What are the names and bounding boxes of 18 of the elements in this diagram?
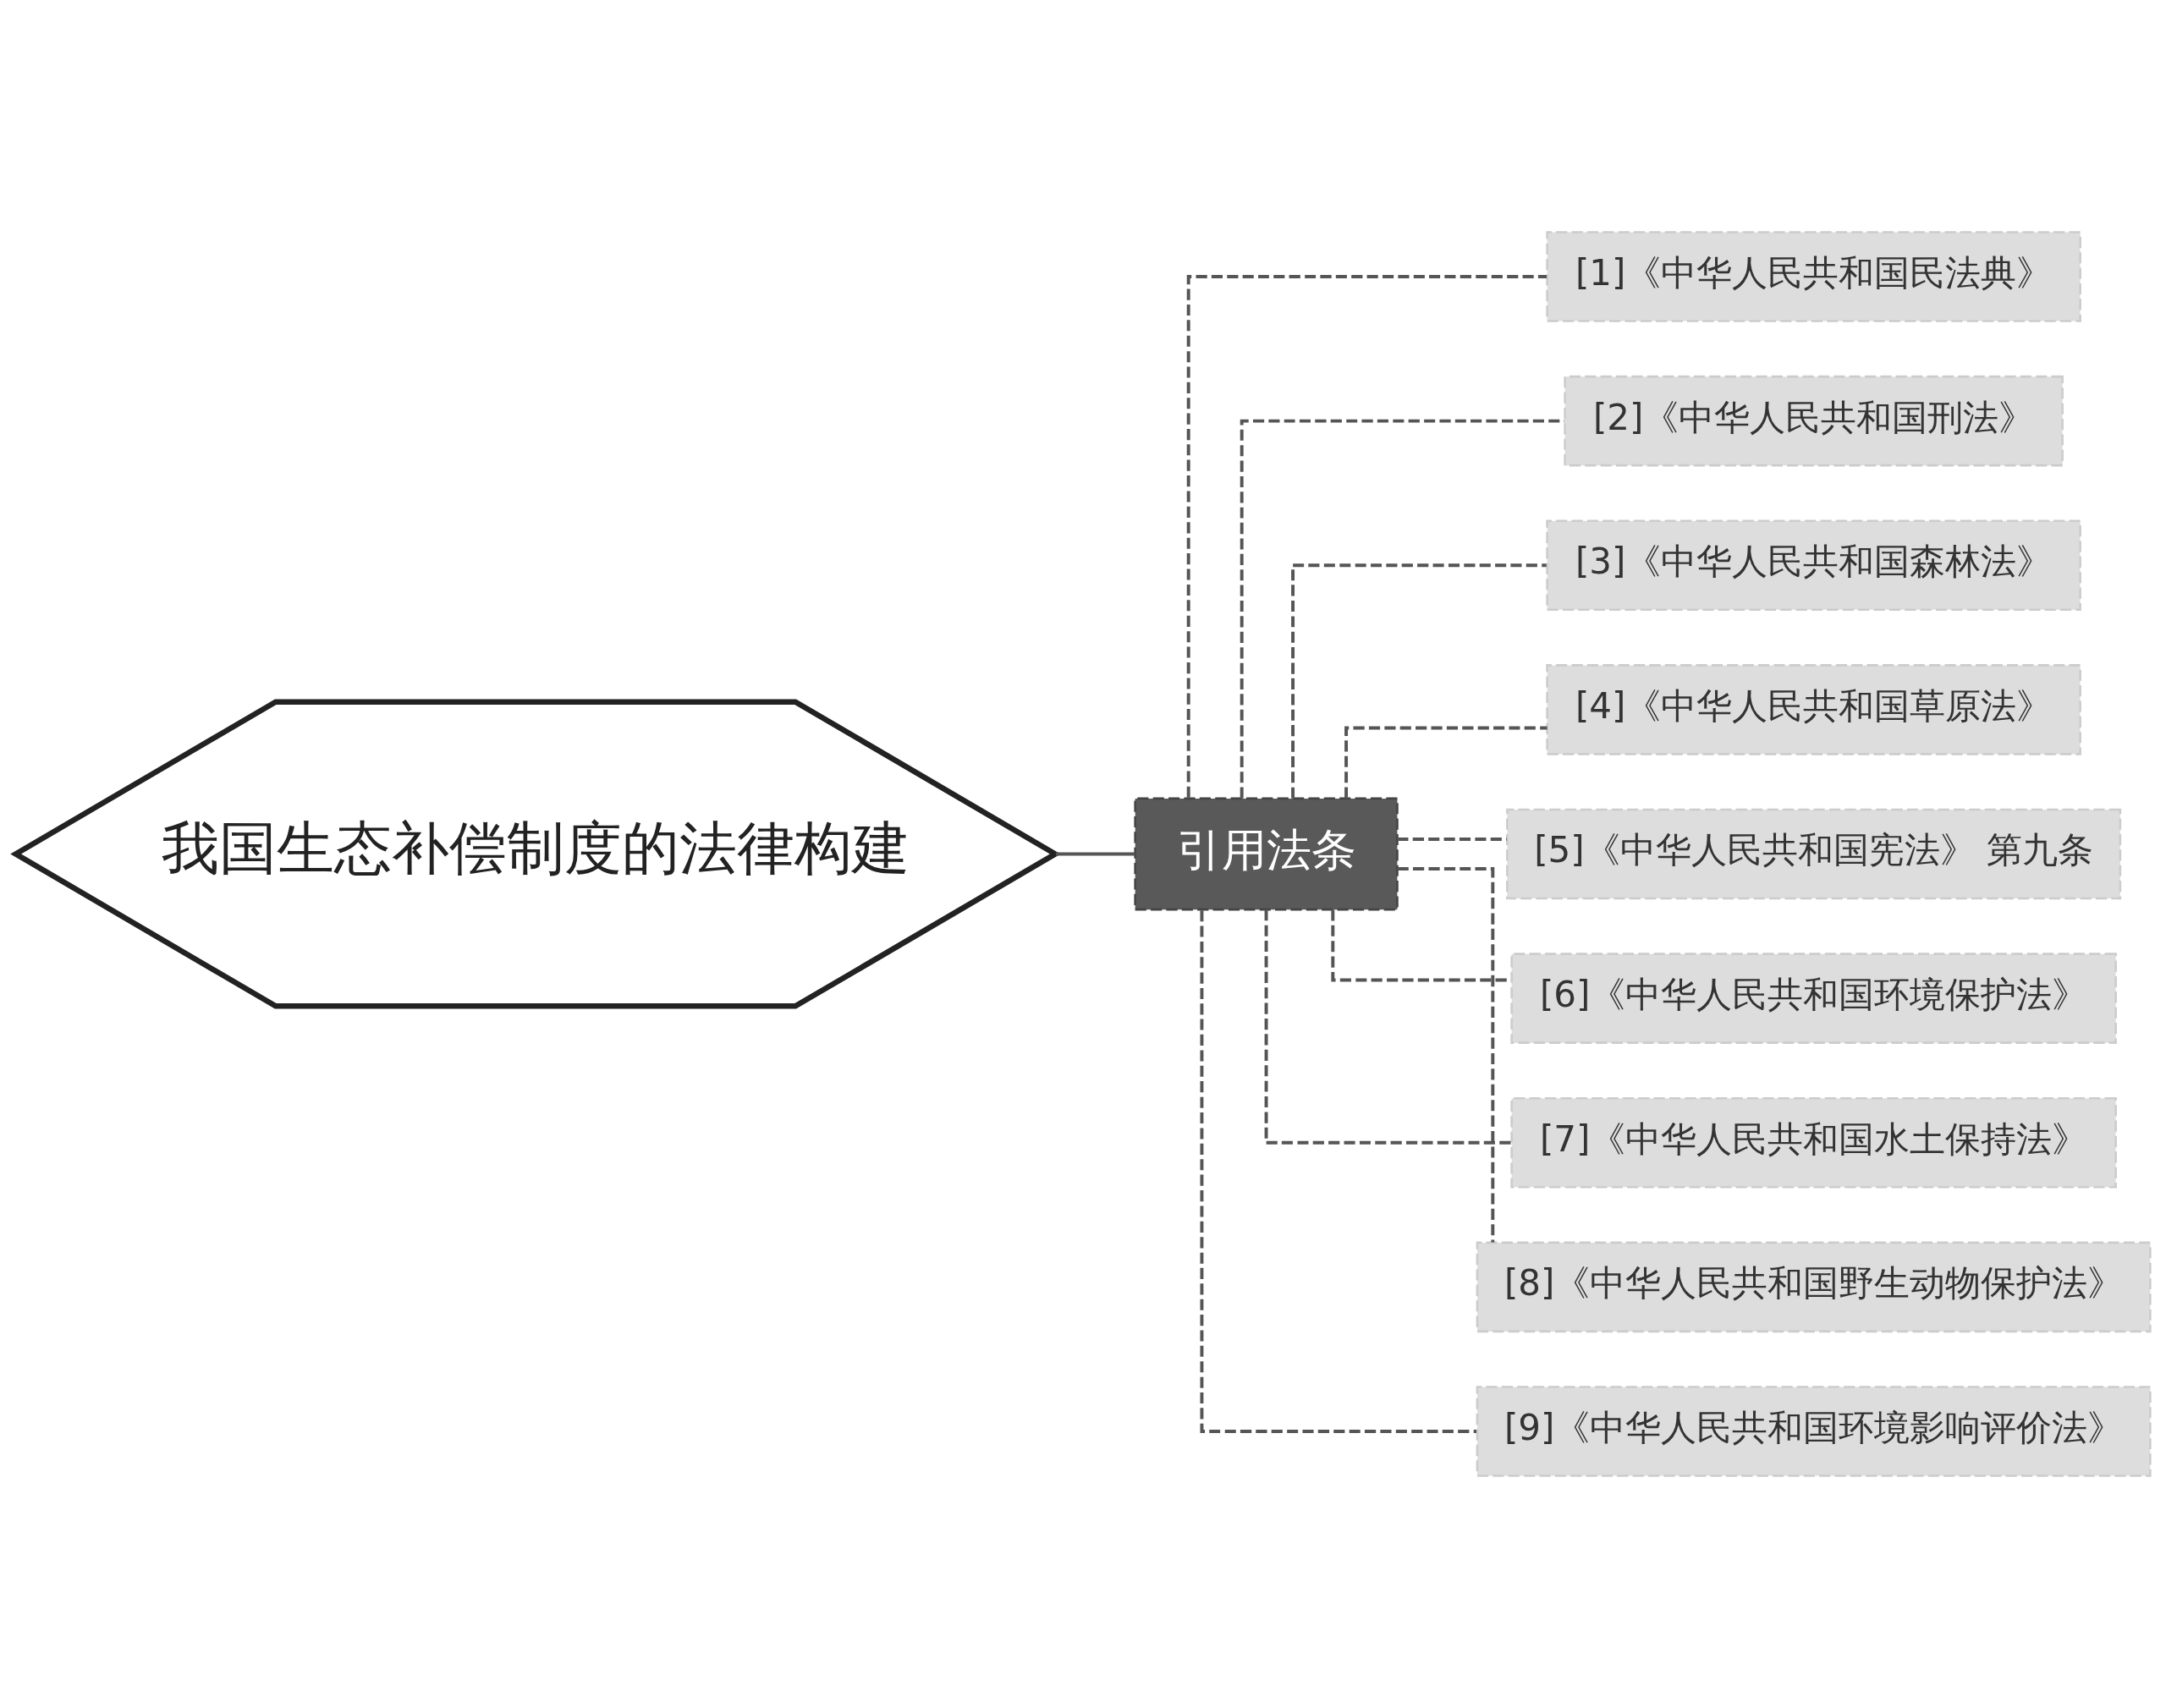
- node-box: [6]《中华人民共和国环境保护法》: [1510, 953, 2117, 1044]
- node-box: [2]《中华人民共和国刑法》: [1564, 375, 2064, 467]
- node-box: [5]《中华人民共和国宪法》 第九条: [1506, 808, 2122, 900]
- node-box: [1]《中华人民共和国民法典》: [1546, 231, 2081, 322]
- connector: [1055, 852, 1135, 856]
- node-box: [7]《中华人民共和国水土保持法》: [1510, 1096, 2117, 1189]
- connector: [1186, 275, 1548, 798]
- connector: [1291, 563, 1547, 799]
- connector: [1397, 838, 1507, 841]
- node-box: [8]《中华人民共和国野生动物保护法》: [1476, 1241, 2152, 1333]
- connector: [1344, 726, 1548, 799]
- node-box: [9]《中华人民共和国环境影响评价法》: [1476, 1386, 2152, 1477]
- connector: [1200, 910, 1476, 1433]
- node-box: 引用法条: [1134, 797, 1399, 911]
- connector: [1397, 867, 1495, 1243]
- node-box: [3]《中华人民共和国森林法》: [1546, 519, 2081, 612]
- connector: [1264, 909, 1511, 1145]
- node-box: [4]《中华人民共和国草原法》: [1546, 664, 2081, 755]
